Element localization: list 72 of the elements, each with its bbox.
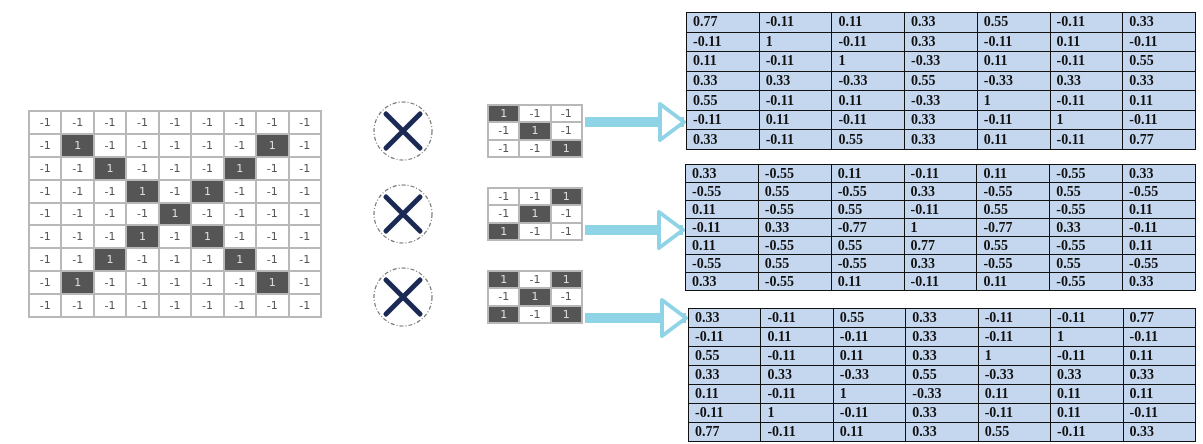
table-value: 0.77 [686,12,760,33]
matrix-value: -1 [29,225,62,249]
table-value: 0.55 [977,12,1050,33]
matrix-value: -1 [223,111,257,134]
multiply-icon [372,266,434,328]
table-value: 0.33 [904,12,978,33]
filter-matrix [487,187,583,241]
matrix-value: -1 [550,105,582,123]
matrix-value: -1 [61,111,94,134]
multiply-icon [372,183,434,245]
matrix-value: -1 [29,156,62,180]
arrow [585,210,685,250]
table-value: -0.11 [686,32,760,52]
table-value: 0.33 [685,164,759,183]
table-value: -0.11 [1050,308,1124,328]
table-value: 0.77 [688,422,761,442]
matrix-value: -1 [488,188,520,206]
table-value: -0.11 [904,164,977,183]
table-value: 0.55 [688,346,761,366]
table-value: 0.33 [905,308,979,328]
matrix-value: -1 [29,202,62,226]
table-value: -0.11 [688,327,761,347]
table-value: 0.33 [1122,12,1196,33]
table-value: -0.55 [758,164,832,183]
table-value: 0.33 [1122,164,1196,183]
matrix-value: -1 [29,133,62,157]
matrix-value: -1 [191,111,224,134]
feature-map-table [685,164,1196,291]
matrix-value: -1 [93,111,127,134]
matrix-value: -1 [288,111,321,134]
table-value: 0.11 [831,12,905,33]
matrix-value: -1 [519,271,551,289]
table-value: -0.11 [759,12,832,33]
table-value: -0.55 [1049,164,1123,183]
matrix-value: 1 [550,188,582,206]
table-value: 0.11 [686,51,760,72]
feature-map-table [688,308,1196,442]
table-value: -0.11 [978,308,1051,328]
table-value: 0.33 [686,71,760,91]
matrix-value: -1 [158,111,192,134]
matrix-value: 1 [488,105,520,123]
pixel-grid [28,110,322,318]
matrix-value: -1 [29,271,62,294]
matrix-value: -1 [126,111,159,134]
arrow [585,298,688,338]
table-value: -0.11 [1050,12,1123,33]
table-value: -0.11 [686,110,760,130]
multiply-icon [372,100,434,162]
table-value: 0.11 [688,384,761,404]
matrix-value: -1 [29,294,62,317]
table-value: -0.11 [688,403,761,423]
table-value: 0.55 [833,308,906,328]
feature-map-table [686,12,1196,150]
table-value: 0.55 [686,90,760,111]
matrix-value: -1 [256,111,289,134]
filter-matrix [487,270,583,324]
table-value: 0.33 [688,308,761,328]
matrix-value: -1 [29,111,62,134]
arrow [585,102,686,142]
matrix-value: -1 [29,248,62,272]
matrix-value: 1 [550,271,582,289]
table-value: -0.11 [760,308,834,328]
matrix-value: -1 [29,179,62,203]
table-value: 0.77 [1123,308,1196,328]
matrix-value: -1 [519,188,551,206]
table-value: 0.11 [831,164,905,183]
matrix-value: -1 [519,105,551,123]
table-value: 0.11 [976,164,1050,183]
table-value: 0.33 [688,365,761,385]
matrix-value: 1 [488,271,520,289]
table-value: 0.33 [686,129,760,150]
filter-matrix [487,104,583,158]
